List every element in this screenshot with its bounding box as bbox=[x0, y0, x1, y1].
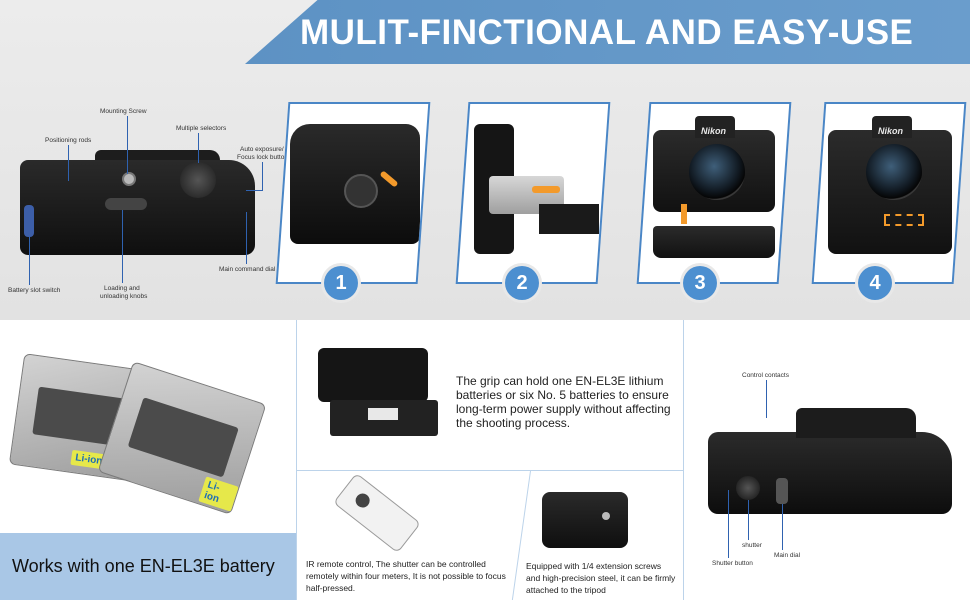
leader-line bbox=[262, 162, 263, 190]
step-3-number: 3 bbox=[683, 266, 717, 300]
attach-arrow-icon bbox=[681, 204, 687, 224]
label-multiple-selectors: Multiple selectors bbox=[176, 125, 227, 132]
leader-line bbox=[748, 500, 749, 540]
leader-line bbox=[68, 145, 69, 181]
grip-image bbox=[318, 348, 428, 402]
camera-brand: Nikon bbox=[878, 126, 904, 136]
divider bbox=[296, 470, 684, 471]
li-ion-badge: Li-ion bbox=[198, 476, 239, 512]
step-3-panel: Nikon bbox=[636, 102, 792, 284]
camera-brand: Nikon bbox=[701, 126, 727, 136]
divider bbox=[296, 320, 297, 600]
battery-caption: Works with one EN-EL3E battery bbox=[12, 556, 275, 576]
label-focus-lock: Focus lock button bbox=[237, 154, 288, 161]
shutter-button-icon bbox=[736, 476, 760, 500]
label-auto-exposure: Auto exposure/ bbox=[240, 146, 284, 153]
label-positioning-rods: Positioning rods bbox=[45, 137, 92, 144]
ir-remote-image bbox=[332, 472, 422, 554]
label-shutter-button: Shutter button bbox=[712, 560, 753, 567]
tripod-screw-icon bbox=[602, 512, 610, 520]
battery-door-lock-icon bbox=[344, 174, 378, 208]
step-4-panel: Nikon bbox=[811, 102, 967, 284]
divider bbox=[683, 320, 684, 600]
leader-line bbox=[122, 210, 123, 283]
grip-below-camera bbox=[653, 226, 775, 258]
grip-top bbox=[796, 408, 916, 438]
top-section: MULIT-FINCTIONAL AND EASY-USE Mounting S… bbox=[0, 0, 970, 320]
leader-line bbox=[127, 116, 128, 174]
grip-right-image bbox=[708, 432, 952, 514]
label-mounting-screw: Mounting Screw bbox=[100, 108, 147, 115]
label-shutter: shutter bbox=[742, 542, 762, 549]
loading-knob bbox=[105, 198, 147, 210]
step-2-panel bbox=[455, 102, 611, 284]
banner-title: MULIT-FINCTIONAL AND EASY-USE bbox=[300, 13, 914, 52]
label-loading-knobs-2: unloading knobs bbox=[100, 293, 148, 300]
grip-bottom-image bbox=[542, 492, 628, 548]
camera-lens bbox=[689, 144, 745, 200]
leader-line bbox=[246, 190, 263, 191]
step-4-number: 4 bbox=[858, 266, 892, 300]
leader-line bbox=[766, 380, 767, 418]
leader-line bbox=[728, 490, 729, 558]
label-control-contacts: Control contacts bbox=[742, 372, 789, 379]
leader-line bbox=[782, 504, 783, 550]
step-1-panel bbox=[275, 102, 431, 284]
contact-highlight-icon bbox=[884, 214, 924, 226]
holder-caption: The grip can hold one EN-EL3E lithium ba… bbox=[456, 374, 671, 430]
camera-lens bbox=[866, 144, 922, 200]
leader-line bbox=[246, 212, 247, 264]
leader-line bbox=[198, 133, 199, 163]
screw-caption: Equipped with 1/4 extension screws and h… bbox=[526, 561, 676, 595]
step-2-number: 2 bbox=[505, 266, 539, 300]
label-battery-slot-switch: Battery slot switch bbox=[8, 287, 61, 294]
battery-tray bbox=[539, 204, 599, 234]
remote-caption: IR remote control, The shutter can be co… bbox=[306, 559, 506, 593]
label-main-command-dial: Main command dial bbox=[219, 266, 276, 273]
battery-label bbox=[127, 397, 239, 478]
label-loading-knobs-1: Loading and bbox=[104, 285, 140, 292]
title-banner bbox=[245, 0, 970, 64]
tray-slot bbox=[368, 408, 398, 420]
mounting-screw-icon bbox=[122, 172, 136, 186]
multiple-selector-dial bbox=[180, 162, 216, 198]
leader-line bbox=[29, 237, 30, 285]
insert-arrow-icon bbox=[532, 186, 560, 193]
remote-button-icon bbox=[352, 490, 373, 511]
battery-caption-box bbox=[0, 533, 296, 600]
label-main-dial: Main dial bbox=[774, 552, 801, 559]
bottom-section: Li-ion Li-ion Works with one EN-EL3E bat… bbox=[0, 320, 970, 600]
step-1-number: 1 bbox=[324, 266, 358, 300]
battery-slot-switch bbox=[24, 205, 34, 237]
main-dial-icon bbox=[776, 478, 788, 504]
